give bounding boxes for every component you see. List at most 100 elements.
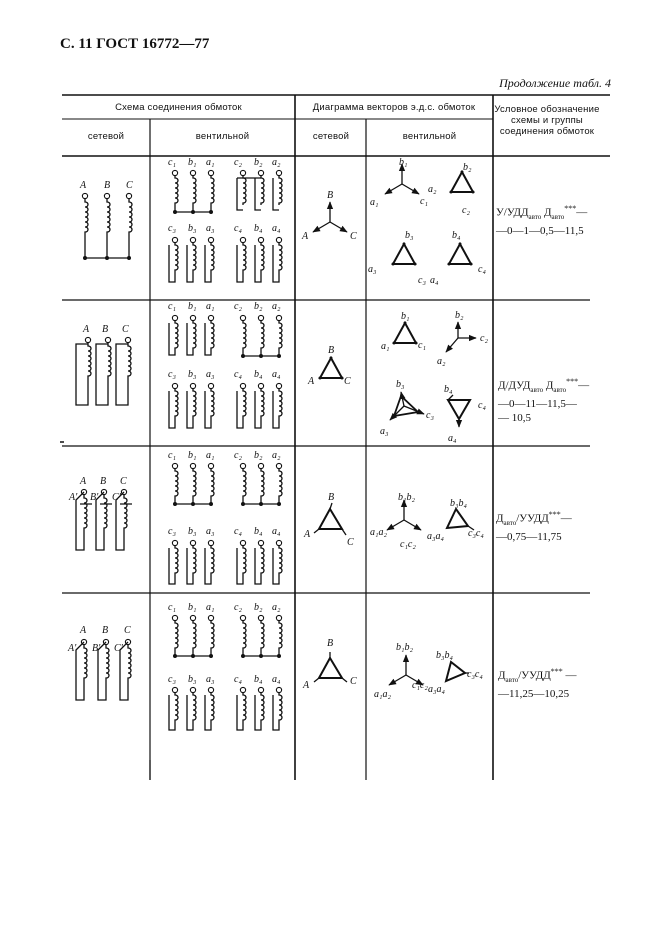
svg-text:c₄: c₄ bbox=[234, 369, 242, 380]
svg-text:A: A bbox=[79, 625, 87, 636]
row2-network-diagram: B A C bbox=[307, 345, 351, 387]
svg-text:C: C bbox=[344, 376, 351, 387]
svg-text:a₄: a₄ bbox=[272, 369, 281, 380]
svg-text:b₃: b₃ bbox=[188, 369, 197, 380]
svg-text:c₂: c₂ bbox=[234, 602, 242, 613]
svg-text:b₃b₄: b₃b₄ bbox=[450, 498, 467, 509]
row3-network-scheme: A B C A' B' C' bbox=[68, 476, 132, 551]
svg-text:c₁: c₁ bbox=[168, 157, 176, 168]
svg-text:a₄: a₄ bbox=[448, 433, 457, 444]
row1-network-scheme: A B C bbox=[79, 180, 133, 260]
svg-text:a₃: a₃ bbox=[206, 223, 215, 234]
svg-text:c₃c₄: c₃c₄ bbox=[468, 528, 484, 539]
svg-text:a₁: a₁ bbox=[370, 197, 378, 208]
svg-text:c₂: c₂ bbox=[234, 157, 242, 168]
svg-text:b₁b₂: b₁b₂ bbox=[396, 642, 413, 653]
svg-text:c₄: c₄ bbox=[478, 264, 486, 275]
svg-text:b₃: b₃ bbox=[188, 674, 197, 685]
svg-text:B': B' bbox=[90, 492, 99, 503]
svg-text:a₂: a₂ bbox=[272, 450, 281, 461]
svg-text:c₄: c₄ bbox=[234, 223, 242, 234]
svg-text:c₁: c₁ bbox=[168, 602, 176, 613]
svg-text:a₂: a₂ bbox=[428, 184, 437, 195]
row1-valve-diagram: b₁ a₁ c₁ b₂ a₂ c₂ b₃ a₃ c₃ b₄ a₄ c₄ bbox=[368, 157, 486, 286]
svg-text:A: A bbox=[79, 476, 87, 487]
svg-text:a₂: a₂ bbox=[272, 602, 281, 613]
svg-text:b₂: b₂ bbox=[254, 157, 263, 168]
svg-text:c₁: c₁ bbox=[168, 301, 176, 312]
svg-text:b₃b₄: b₃b₄ bbox=[436, 650, 453, 661]
svg-text:b₃: b₃ bbox=[405, 230, 414, 241]
svg-text:b₁: b₁ bbox=[399, 157, 407, 168]
svg-text:b₃: b₃ bbox=[188, 223, 197, 234]
svg-text:c₄: c₄ bbox=[234, 526, 242, 537]
svg-text:a₃: a₃ bbox=[206, 674, 215, 685]
svg-text:c₃: c₃ bbox=[426, 410, 434, 421]
designation-row-4: Давто/УУДД*** — —11,25—10,25 bbox=[498, 667, 577, 700]
svg-text:a₁a₂: a₁a₂ bbox=[374, 689, 391, 700]
header-designation: Условное обозначение схемы и группы соед… bbox=[494, 104, 600, 137]
svg-text:b₂: b₂ bbox=[254, 301, 263, 312]
svg-text:b₁: b₁ bbox=[188, 157, 196, 168]
svg-text:A: A bbox=[302, 680, 310, 691]
svg-text:C: C bbox=[347, 537, 354, 548]
svg-text:a₃a₄: a₃a₄ bbox=[428, 684, 445, 695]
row4-network-diagram: B A C bbox=[302, 638, 357, 691]
svg-text:A: A bbox=[79, 180, 87, 191]
svg-text:a₃: a₃ bbox=[380, 426, 389, 437]
designation-row-3: Давто/УУДД***— —0,75—11,75 bbox=[496, 510, 572, 543]
svg-text:b₁: b₁ bbox=[188, 602, 196, 613]
svg-text:B: B bbox=[100, 476, 106, 487]
svg-text:C: C bbox=[350, 676, 357, 687]
svg-text:B: B bbox=[102, 324, 108, 335]
svg-text:a₂: a₂ bbox=[272, 157, 281, 168]
svg-text:c₄: c₄ bbox=[478, 400, 486, 411]
svg-text:a₁: a₁ bbox=[381, 341, 389, 352]
svg-text:b₁: b₁ bbox=[188, 301, 196, 312]
header-winding-scheme: Схема соединения обмоток bbox=[115, 102, 242, 113]
svg-text:c₃: c₃ bbox=[168, 526, 176, 537]
svg-text:a₃: a₃ bbox=[206, 369, 215, 380]
svg-text:C: C bbox=[122, 324, 129, 335]
svg-text:B': B' bbox=[92, 643, 101, 654]
svg-text:b₃: b₃ bbox=[396, 379, 405, 390]
continuation-label: Продолжение табл. 4 bbox=[499, 76, 611, 90]
svg-text:a₃a₄: a₃a₄ bbox=[427, 531, 444, 542]
svg-text:b₄: b₄ bbox=[452, 230, 461, 241]
subheader-diagram-network: сетевой bbox=[312, 131, 350, 142]
svg-text:b₁b₂: b₁b₂ bbox=[398, 492, 415, 503]
svg-text:a₁: a₁ bbox=[206, 157, 214, 168]
svg-text:a₃: a₃ bbox=[206, 526, 215, 537]
svg-text:a₁: a₁ bbox=[206, 450, 214, 461]
svg-text:B: B bbox=[327, 638, 333, 649]
svg-text:c₁: c₁ bbox=[418, 340, 426, 351]
svg-text:A: A bbox=[301, 231, 309, 242]
svg-text:c₁: c₁ bbox=[168, 450, 176, 461]
row4-network-scheme: A B C A' B' C' bbox=[67, 625, 132, 701]
svg-text:c₃: c₃ bbox=[418, 275, 426, 286]
svg-text:b₄: b₄ bbox=[254, 223, 263, 234]
svg-text:A': A' bbox=[67, 643, 77, 654]
svg-text:c₃c₄: c₃c₄ bbox=[467, 669, 483, 680]
row1-network-diagram: B A C bbox=[301, 190, 357, 242]
svg-text:A: A bbox=[307, 376, 315, 387]
svg-text:a₁: a₁ bbox=[206, 602, 214, 613]
svg-text:c₃: c₃ bbox=[168, 223, 176, 234]
svg-text:C': C' bbox=[114, 643, 124, 654]
svg-text:c₁c₂: c₁c₂ bbox=[412, 680, 428, 691]
svg-text:B: B bbox=[328, 345, 334, 356]
svg-text:b₂: b₂ bbox=[254, 602, 263, 613]
svg-text:b₁: b₁ bbox=[188, 450, 196, 461]
svg-text:a₂: a₂ bbox=[272, 301, 281, 312]
svg-text:c₃: c₃ bbox=[168, 369, 176, 380]
svg-text:b₂: b₂ bbox=[254, 450, 263, 461]
svg-text:B: B bbox=[327, 190, 333, 201]
svg-text:A': A' bbox=[68, 492, 78, 503]
svg-text:b₁: b₁ bbox=[401, 311, 409, 322]
svg-text:a₁: a₁ bbox=[206, 301, 214, 312]
